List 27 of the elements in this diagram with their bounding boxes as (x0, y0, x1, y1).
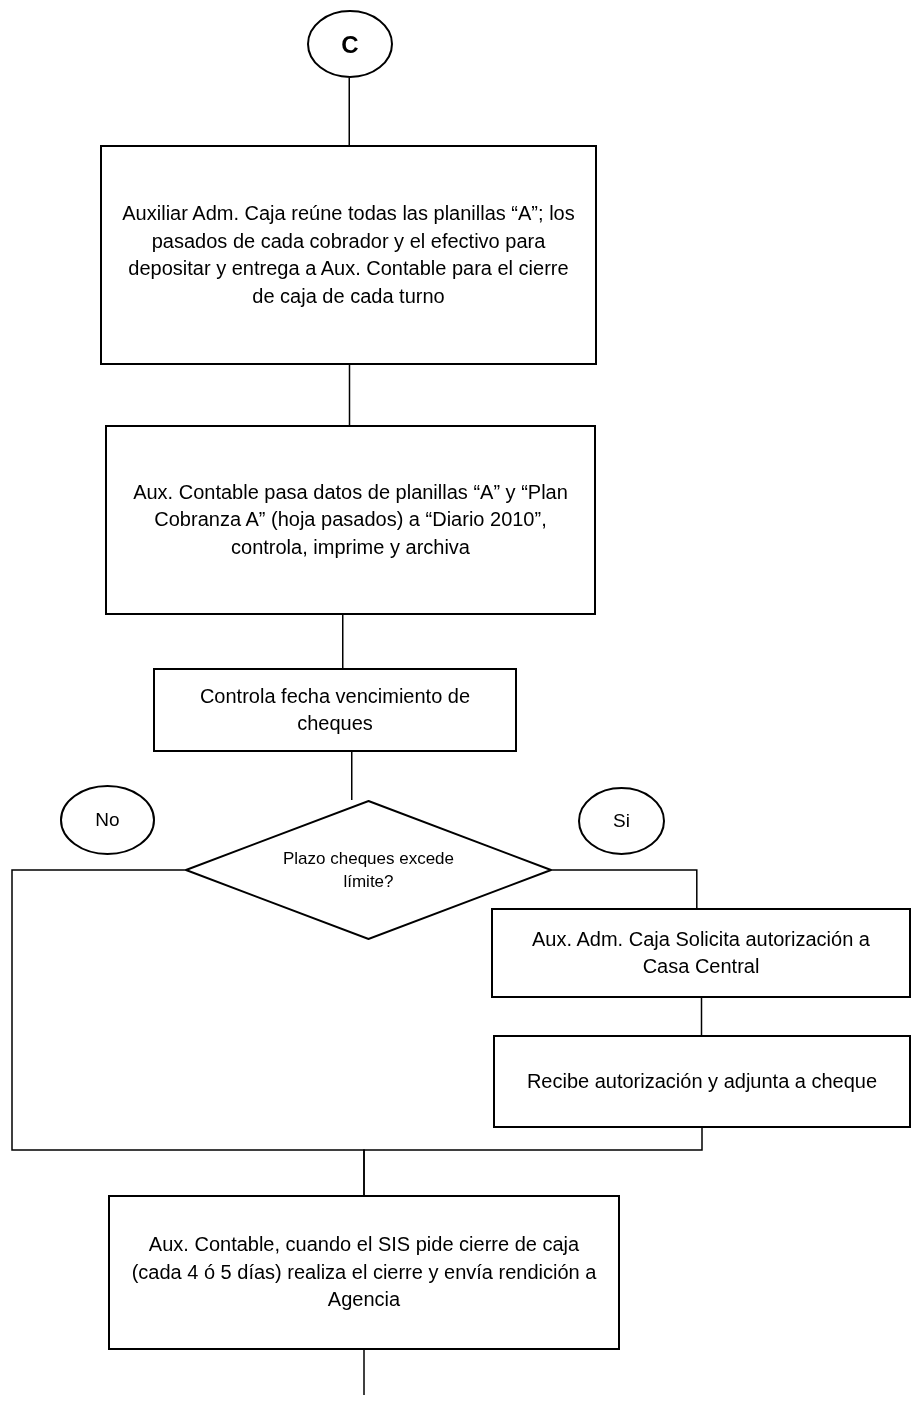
node-text: Plazo cheques excede límite? (281, 847, 456, 893)
connector-line (363, 1349, 365, 1396)
connector-line (351, 751, 353, 801)
process-box (105, 425, 596, 615)
connector-line (700, 997, 703, 1036)
process-box (153, 668, 517, 752)
node-text: Controla fecha vencimiento de cheques (198, 683, 472, 736)
process-box (493, 1035, 911, 1128)
connector-line (348, 77, 350, 146)
node-text: C (341, 29, 359, 60)
connector-line (348, 364, 351, 426)
node-text: Aux. Contable, cuando el SIS pide cierre de caja (cada 4 ó 5 días) realiza el cierre y envía rendición a Agencia (130, 1232, 598, 1313)
node-text: No (95, 807, 120, 832)
connector-circle (307, 10, 393, 78)
node-text: Auxiliar Adm. Caja reúne todas las planillas “A”; los pasados de cada cobrador y el efectivo para depositar y entrega a Aux. Contable para el cierre de caja de cada turno (121, 201, 576, 309)
process-box (100, 145, 597, 365)
process-box (108, 1195, 620, 1350)
connector-line (363, 1127, 703, 1196)
answer-circle (578, 787, 665, 855)
process-box (491, 908, 911, 998)
answer-circle (60, 785, 155, 855)
node-text: Aux. Contable pasa datos de planillas “A” y “Plan Cobranza A” (hoja pasados) a “Diario 2010”, controla, imprime y archiva (132, 479, 569, 560)
connector-line (342, 614, 344, 669)
node-text: Recibe autorización y adjunta a cheque (526, 1068, 878, 1094)
connector-line (551, 869, 698, 909)
node-text: Si (613, 808, 630, 833)
node-text: Aux. Adm. Caja Solicita autorización a Casa Central (531, 926, 871, 979)
